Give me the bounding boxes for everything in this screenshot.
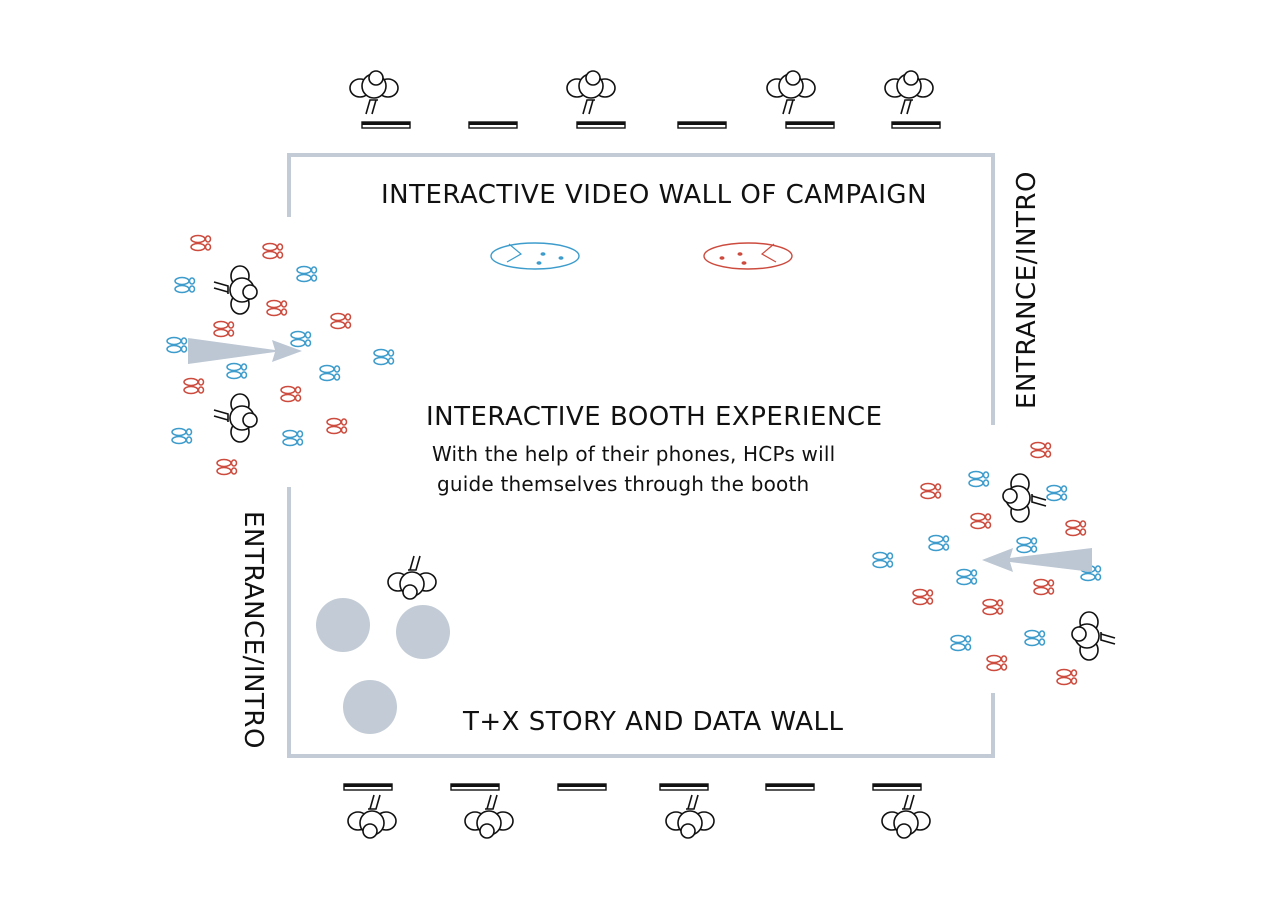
- booth-walls: [287, 153, 995, 758]
- entrance-left-label: ENTRANCE/INTRO: [238, 511, 268, 749]
- person-icon: [884, 70, 934, 115]
- round-table-icon: [396, 605, 450, 659]
- booth-experience-title: INTERACTIVE BOOTH EXPERIENCE: [426, 402, 883, 432]
- round-table-icon: [343, 680, 397, 734]
- person-icon: [566, 70, 616, 115]
- person-icon: [766, 70, 816, 115]
- direction-arrow-icon: [982, 548, 1092, 572]
- round-tables: [316, 555, 450, 734]
- booth-description-line2: guide themselves through the booth: [437, 472, 810, 496]
- wall-bottom: [287, 487, 995, 758]
- data-wall-label: T+X STORY AND DATA WALL: [463, 707, 844, 737]
- round-table-icon: [316, 598, 370, 652]
- floor-marker-red: [703, 242, 793, 270]
- booth-description-line1: With the help of their phones, HCPs will: [432, 442, 836, 466]
- entrance-right-label: ENTRANCE/INTRO: [1012, 171, 1042, 409]
- right-entrance-crowd: [872, 441, 1116, 686]
- person-icon: [349, 70, 399, 115]
- wall-left-top: [287, 153, 995, 425]
- bottom-stations: [343, 783, 931, 839]
- left-entrance-crowd: [166, 234, 395, 476]
- direction-arrow-icon: [188, 338, 302, 364]
- video-wall-label: INTERACTIVE VIDEO WALL OF CAMPAIGN: [381, 180, 928, 210]
- floor-marker-blue: [490, 242, 580, 270]
- top-stations: [349, 70, 941, 129]
